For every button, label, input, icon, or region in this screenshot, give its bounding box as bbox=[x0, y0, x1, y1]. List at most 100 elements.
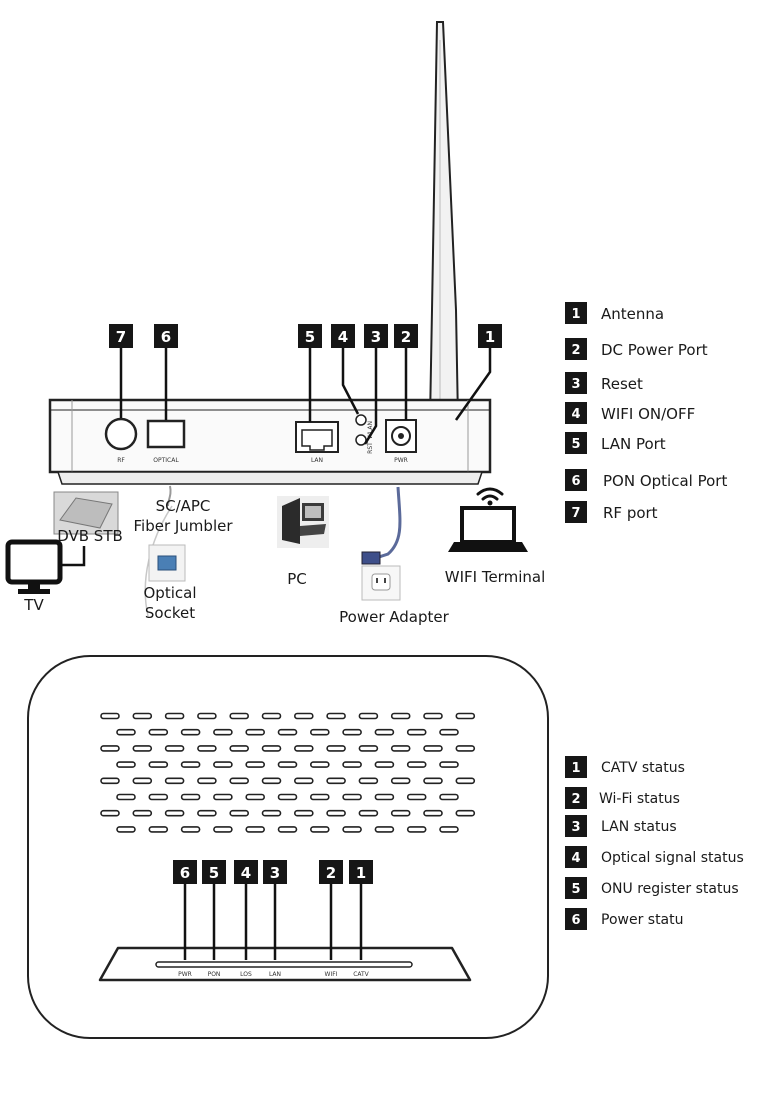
vent-slot bbox=[423, 745, 443, 752]
rear-view: RF OPTICAL LAN WLAN RST PWR bbox=[5, 21, 545, 626]
vent-slot bbox=[197, 777, 217, 785]
front-callout-5: 5 bbox=[202, 860, 226, 884]
vent-slot bbox=[148, 826, 169, 833]
svg-text:3: 3 bbox=[371, 328, 381, 346]
svg-text:RST: RST bbox=[367, 442, 374, 454]
front-legend-item-4: 4 Optical signal status bbox=[565, 846, 744, 868]
svg-text:2: 2 bbox=[571, 792, 580, 807]
front-callout-lines bbox=[183, 884, 363, 960]
vent-slot bbox=[197, 745, 217, 752]
tv-device: TV bbox=[5, 539, 63, 614]
svg-text:1: 1 bbox=[571, 761, 580, 776]
optical-socket-device: Optical Socket bbox=[144, 544, 196, 622]
led-label-los: LOS bbox=[240, 971, 252, 978]
vent-slot bbox=[229, 777, 249, 785]
vent-slot bbox=[180, 728, 201, 736]
svg-text:6: 6 bbox=[571, 474, 580, 489]
svg-text:Wi-Fi status: Wi-Fi status bbox=[599, 791, 680, 807]
svg-text:Reset: Reset bbox=[601, 375, 643, 393]
vent-slot bbox=[358, 777, 379, 785]
svg-text:6: 6 bbox=[180, 864, 190, 882]
svg-text:3: 3 bbox=[571, 377, 580, 392]
vent-slot bbox=[180, 826, 201, 833]
vent-slot bbox=[261, 777, 282, 785]
led-label-pwr: PWR bbox=[178, 971, 192, 978]
led-label-wifi: WIFI bbox=[325, 971, 338, 978]
vent-slot bbox=[423, 712, 443, 720]
vent-slot bbox=[180, 761, 201, 768]
rear-callout-6: 6 bbox=[154, 324, 178, 348]
svg-text:PWR: PWR bbox=[394, 457, 408, 464]
svg-text:4: 4 bbox=[571, 851, 580, 866]
vent-slot bbox=[390, 777, 411, 785]
vent-slot bbox=[293, 712, 314, 720]
svg-text:DC Power Port: DC Power Port bbox=[601, 341, 708, 359]
svg-text:WIFI ON/OFF: WIFI ON/OFF bbox=[601, 405, 695, 423]
vent-slot bbox=[213, 728, 233, 736]
vent-slot bbox=[164, 712, 185, 720]
rear-callout-2: 2 bbox=[394, 324, 418, 348]
vent-slot bbox=[390, 712, 411, 720]
vent-slot bbox=[309, 761, 330, 768]
vent-slot bbox=[277, 793, 298, 801]
router-front-body bbox=[27, 655, 549, 1039]
wlan-button: WLAN bbox=[355, 414, 374, 439]
svg-text:Power statu: Power statu bbox=[601, 912, 684, 928]
led-label-lan: LAN bbox=[269, 971, 281, 978]
vent-slot bbox=[309, 826, 330, 833]
front-callout-2: 2 bbox=[319, 860, 343, 884]
svg-text:SC/APC: SC/APC bbox=[156, 497, 211, 515]
rear-callout-4: 4 bbox=[331, 324, 355, 348]
vent-slot bbox=[148, 761, 169, 768]
vent-grille bbox=[100, 712, 476, 833]
front-view: PWR PON LOS LAN WIFI CATV 6 5 4 3 2 1 bbox=[27, 655, 549, 1039]
vent-slot bbox=[342, 761, 362, 768]
vent-slot bbox=[455, 712, 476, 720]
vent-slot bbox=[116, 761, 136, 768]
vent-slot bbox=[277, 761, 298, 768]
svg-text:4: 4 bbox=[571, 407, 580, 422]
vent-slot bbox=[100, 777, 120, 785]
svg-text:6: 6 bbox=[161, 328, 171, 346]
led-bar bbox=[98, 946, 472, 982]
rear-legend-item-7: 7 RF port bbox=[565, 501, 658, 523]
vent-slot bbox=[406, 728, 427, 736]
vent-slot bbox=[164, 777, 185, 785]
svg-text:5: 5 bbox=[209, 864, 219, 882]
vent-slot bbox=[455, 745, 476, 752]
rear-legend-item-3: 3 Reset bbox=[565, 372, 643, 394]
wifi-terminal-device: WIFI Terminal bbox=[445, 487, 545, 586]
vent-slot bbox=[261, 809, 282, 817]
vent-slot bbox=[116, 728, 136, 736]
pc-device: PC bbox=[277, 496, 329, 588]
vent-slot bbox=[439, 826, 459, 833]
vent-slot bbox=[148, 728, 169, 736]
lan-port: LAN bbox=[295, 421, 339, 464]
power-adapter-device: Power Adapter bbox=[339, 486, 450, 626]
vent-slot bbox=[132, 777, 153, 785]
front-callout-3: 3 bbox=[263, 860, 287, 884]
led-label-pon: PON bbox=[208, 971, 221, 978]
svg-text:7: 7 bbox=[116, 328, 126, 346]
dvb-stb-device: DVB STB bbox=[53, 491, 123, 545]
svg-text:OPTICAL: OPTICAL bbox=[153, 457, 179, 464]
vent-slot bbox=[309, 728, 330, 736]
dc-power-port: PWR bbox=[385, 419, 417, 464]
vent-slot bbox=[213, 761, 233, 768]
vent-slot bbox=[455, 809, 476, 817]
vent-slot bbox=[406, 793, 427, 801]
antenna bbox=[427, 21, 460, 451]
vent-slot bbox=[423, 809, 443, 817]
front-legend-item-6: 6 Power statu bbox=[565, 908, 684, 930]
vent-slot bbox=[455, 777, 476, 785]
rear-legend-item-4: 4 WIFI ON/OFF bbox=[565, 402, 695, 424]
rear-legend-item-1: 1 Antenna bbox=[565, 302, 664, 324]
vent-slot bbox=[374, 728, 395, 736]
vent-slot bbox=[245, 826, 265, 833]
svg-text:5: 5 bbox=[571, 437, 580, 452]
svg-text:1: 1 bbox=[571, 307, 580, 322]
optical-port: OPTICAL bbox=[146, 419, 186, 464]
vent-slot bbox=[197, 809, 217, 817]
vent-slot bbox=[293, 745, 314, 752]
svg-text:DVB STB: DVB STB bbox=[57, 527, 123, 545]
